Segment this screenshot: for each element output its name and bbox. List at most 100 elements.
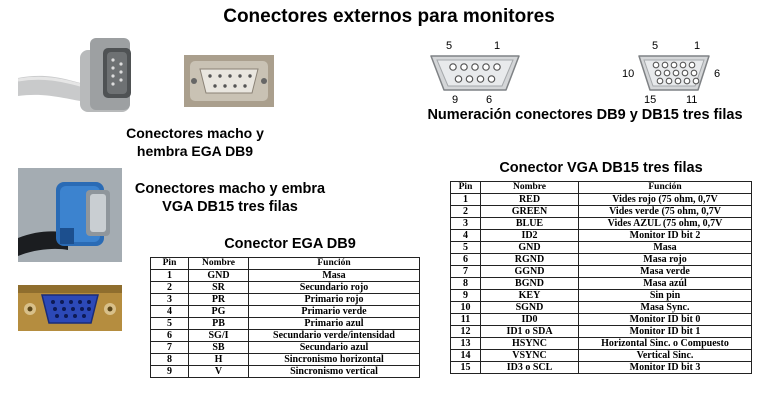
- table-cell: 2: [150, 281, 189, 294]
- table-cell: Masa: [578, 241, 752, 254]
- table-cell: 7: [450, 265, 481, 278]
- table-cell: 1: [150, 269, 189, 282]
- table-cell: H: [188, 353, 249, 366]
- table-cell: 8: [450, 277, 481, 290]
- table-cell: SR: [188, 281, 249, 294]
- page-title: Conectores externos para monitores: [223, 6, 555, 27]
- table-cell: Monitor ID bit 0: [578, 313, 752, 326]
- table-cell: Secundario verde/intensidad: [248, 329, 420, 342]
- table-cell: RGND: [480, 253, 579, 266]
- table-cell: Primario azul: [248, 317, 420, 330]
- table-cell: 1: [450, 193, 481, 206]
- caption-line: Conectores macho y: [126, 125, 264, 141]
- table-cell: 10: [450, 301, 481, 314]
- ega-table-caption: Conector EGA DB9: [224, 236, 356, 252]
- table-cell: 13: [450, 337, 481, 350]
- table-cell: Masa rojo: [578, 253, 752, 266]
- table-cell: V: [188, 365, 249, 378]
- table-cell: BLUE: [480, 217, 579, 230]
- pin-number-label: 1: [694, 40, 701, 52]
- table-cell: 4: [450, 229, 481, 242]
- table-cell: 8: [150, 353, 189, 366]
- table-cell: 14: [450, 349, 481, 362]
- table-header-row: Pin Nombre Función: [450, 181, 752, 194]
- table-cell: Masa azúl: [578, 277, 752, 290]
- numbering-caption: Numeración conectores DB9 y DB15 tres fi…: [427, 107, 743, 123]
- table-cell: 4: [150, 305, 189, 318]
- db15-numbering-diagram: 5 1 10 6 15 11: [620, 38, 730, 108]
- table-cell: Vides verde (75 ohm, 0,7V: [578, 205, 752, 218]
- ega-male-connector-photo: [18, 30, 148, 120]
- table-cell: 9: [150, 365, 189, 378]
- table-cell: Sincronismo vertical: [248, 365, 420, 378]
- table-cell: VSYNC: [480, 349, 579, 362]
- pin-number-label: 9: [452, 94, 459, 106]
- table-cell: 6: [150, 329, 189, 342]
- pin-number-label: 5: [446, 40, 453, 52]
- table-cell: 3: [450, 217, 481, 230]
- table-cell: Secundario azul: [248, 341, 420, 354]
- table-cell: SB: [188, 341, 249, 354]
- vga-pair-caption: Conectores macho y embra VGA DB15 tres f…: [120, 180, 340, 216]
- pin-number-label: 10: [622, 68, 635, 80]
- table-cell: ID2: [480, 229, 579, 242]
- table-cell: PG: [188, 305, 249, 318]
- table-cell: ID3 o SCL: [480, 361, 579, 374]
- table-cell: 5: [450, 241, 481, 254]
- caption-line: hembra EGA DB9: [136, 143, 254, 159]
- table-cell: ID0: [480, 313, 579, 326]
- pin-number-label: 6: [486, 94, 493, 106]
- table-cell: Sincronismo horizontal: [248, 353, 420, 366]
- table-header-row: Pin Nombre Función: [150, 257, 420, 270]
- table-cell: 9: [450, 289, 481, 302]
- table-cell: Secundario rojo: [248, 281, 420, 294]
- table-cell: Masa Sync.: [578, 301, 752, 314]
- table-cell: Horizontal Sinc. o Compuesto: [578, 337, 752, 350]
- column-header: Nombre: [188, 257, 249, 270]
- table-cell: GND: [480, 241, 579, 254]
- table-cell: Sin pin: [578, 289, 752, 302]
- column-header: Pin: [450, 181, 481, 194]
- table-cell: PB: [188, 317, 249, 330]
- pin-number-label: 5: [652, 40, 659, 52]
- pin-number-label: 6: [714, 68, 721, 80]
- table-cell: SG/I: [188, 329, 249, 342]
- table-cell: 15: [450, 361, 481, 374]
- table-cell: KEY: [480, 289, 579, 302]
- table-cell: Masa verde: [578, 265, 752, 278]
- table-cell: Monitor ID bit 1: [578, 325, 752, 338]
- db9-numbering-diagram: 5 1 9 6: [420, 38, 530, 108]
- table-cell: Monitor ID bit 2: [578, 229, 752, 242]
- table-cell: Monitor ID bit 3: [578, 361, 752, 374]
- ega-female-connector-photo: [184, 55, 274, 107]
- table-cell: 12: [450, 325, 481, 338]
- vga-male-connector-photo: [18, 168, 122, 262]
- column-header: Pin: [150, 257, 189, 270]
- table-cell: HSYNC: [480, 337, 579, 350]
- vga-female-port-photo: [18, 285, 122, 331]
- table-cell: GGND: [480, 265, 579, 278]
- table-cell: 2: [450, 205, 481, 218]
- table-cell: 5: [150, 317, 189, 330]
